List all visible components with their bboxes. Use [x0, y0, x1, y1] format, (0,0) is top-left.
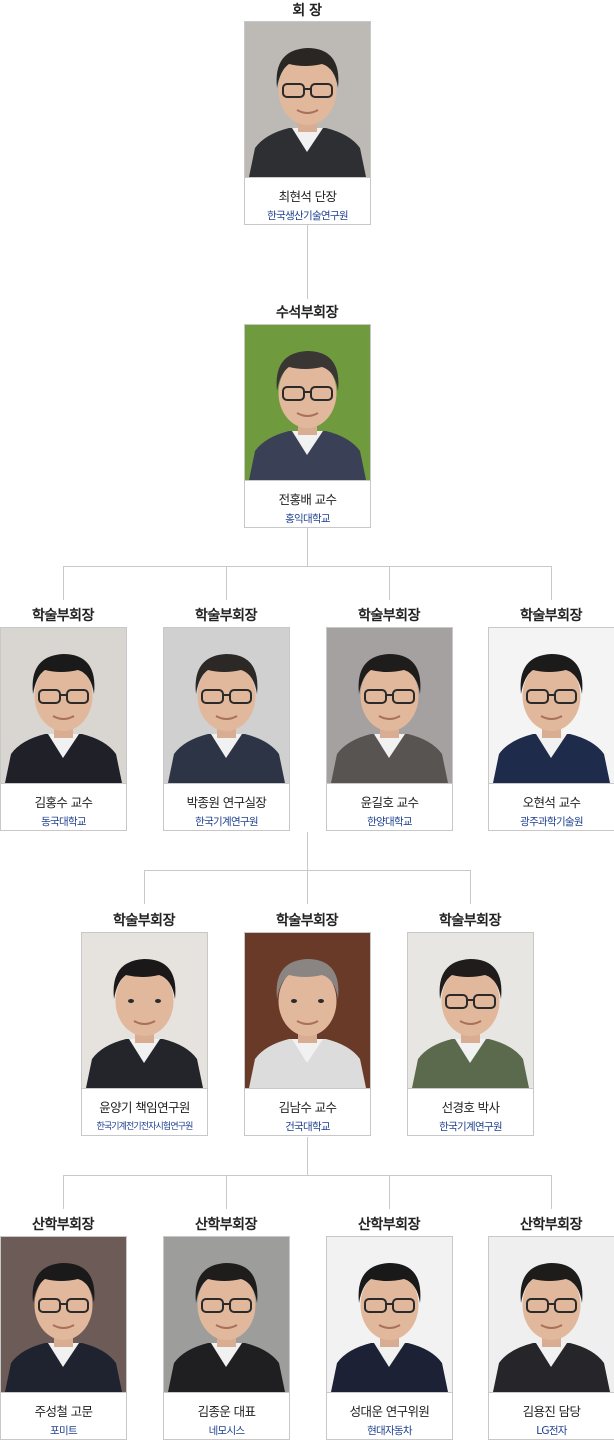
person-name: 김남수 교수: [278, 1100, 337, 1115]
person-org: LG전자: [536, 1425, 567, 1437]
portrait-figure: [327, 1237, 452, 1392]
connector-line: [144, 870, 145, 904]
portrait-figure: [489, 1237, 614, 1392]
person-name: 박종원 연구실장: [186, 795, 267, 810]
role-academic-vice-chairman: 학술부회장: [520, 608, 582, 624]
connector-line: [307, 225, 308, 299]
portrait-photo: [82, 933, 207, 1089]
person-org: 한양대학교: [367, 816, 413, 828]
person-name: 성대운 연구위원: [349, 1404, 430, 1419]
role-academic-vice-chairman: 학술부회장: [113, 913, 175, 929]
portrait-figure: [408, 933, 533, 1088]
portrait-photo: [245, 22, 370, 178]
person-name: 최현석 단장: [278, 189, 337, 204]
connector-line: [470, 870, 471, 904]
role-industry-vice-chairman: 산학부회장: [520, 1217, 582, 1233]
portrait-photo: [327, 628, 452, 784]
portrait-figure: [245, 22, 370, 177]
portrait-figure: [164, 1237, 289, 1392]
person-name: 전홍배 교수: [278, 492, 337, 507]
person-name: 선경호 박사: [441, 1100, 500, 1115]
person-name: 김종운 대표: [197, 1404, 256, 1419]
portrait-photo: [327, 1237, 452, 1393]
portrait-photo: [245, 933, 370, 1089]
person-name: 윤길호 교수: [360, 795, 419, 810]
connector-line: [307, 528, 308, 566]
portrait-photo: [489, 1237, 614, 1393]
connector-line: [307, 870, 308, 904]
connector-line: [63, 1175, 64, 1209]
portrait-photo: [245, 325, 370, 481]
person-name: 김홍수 교수: [34, 795, 93, 810]
portrait-figure: [82, 933, 207, 1088]
connector-line: [226, 566, 227, 600]
portrait-figure: [164, 628, 289, 783]
portrait-figure: [245, 933, 370, 1088]
portrait-figure: [1, 1237, 126, 1392]
connector-line: [551, 1175, 552, 1209]
connector-line: [389, 1175, 390, 1209]
portrait-photo: [1, 628, 126, 784]
person-card-industry: 김용진 담당 LG전자: [488, 1236, 614, 1440]
role-industry-vice-chairman: 산학부회장: [358, 1217, 420, 1233]
portrait-figure: [327, 628, 452, 783]
role-academic-vice-chairman: 학술부회장: [276, 913, 338, 929]
person-org: 한국생산기술연구원: [267, 210, 348, 222]
portrait-photo: [164, 628, 289, 784]
portrait-figure: [245, 325, 370, 480]
connector-line: [63, 566, 552, 567]
connector-line: [307, 832, 308, 870]
person-org: 포미트: [50, 1425, 78, 1437]
role-academic-vice-chairman: 학술부회장: [32, 608, 94, 624]
role-industry-vice-chairman: 산학부회장: [32, 1217, 94, 1233]
portrait-photo: [1, 1237, 126, 1393]
role-senior-vice-chairman: 수석부회장: [276, 305, 338, 321]
person-name: 주성철 고문: [34, 1404, 93, 1419]
person-org: 한국기계전기전자시험연구원: [96, 1122, 194, 1132]
person-org: 현대자동차: [367, 1425, 413, 1437]
portrait-photo: [164, 1237, 289, 1393]
connector-line: [63, 566, 64, 600]
portrait-photo: [408, 933, 533, 1089]
person-name: 김용진 담당: [522, 1404, 581, 1419]
role-chairman: 회 장: [292, 3, 322, 19]
role-academic-vice-chairman: 학술부회장: [439, 913, 501, 929]
person-org: 광주과학기술원: [520, 816, 583, 828]
person-org: 홍익대학교: [285, 513, 331, 525]
person-org: 한국기계연구원: [195, 816, 258, 828]
person-name: 오현석 교수: [522, 795, 581, 810]
person-org: 한국기계연구원: [439, 1121, 502, 1133]
portrait-figure: [1, 628, 126, 783]
role-academic-vice-chairman: 학술부회장: [358, 608, 420, 624]
connector-line: [226, 1175, 227, 1209]
role-industry-vice-chairman: 산학부회장: [195, 1217, 257, 1233]
portrait-photo: [489, 628, 614, 784]
role-academic-vice-chairman: 학술부회장: [195, 608, 257, 624]
person-org: 건국대학교: [285, 1121, 331, 1133]
connector-line: [63, 1175, 552, 1176]
person-org: 동국대학교: [41, 816, 87, 828]
portrait-figure: [489, 628, 614, 783]
connector-line: [307, 1137, 308, 1175]
person-name: 윤양기 책임연구원: [99, 1100, 190, 1115]
connector-line: [389, 566, 390, 600]
person-org: 네모시스: [208, 1425, 246, 1437]
connector-line: [551, 566, 552, 600]
